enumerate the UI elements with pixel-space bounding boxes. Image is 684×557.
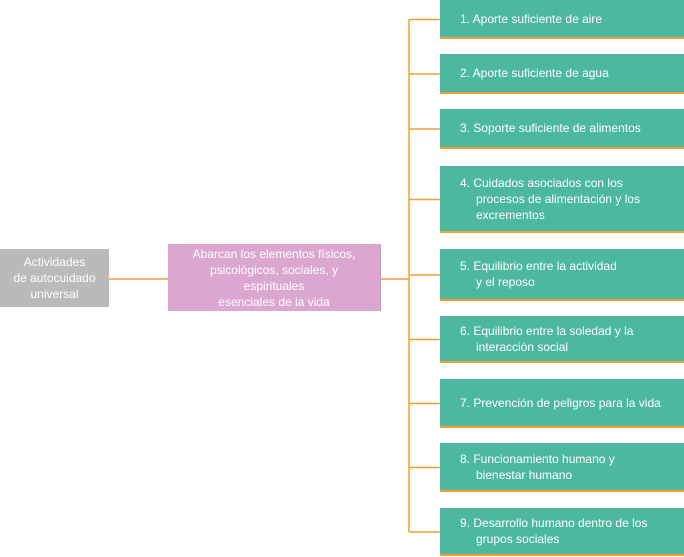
root-node: Actividades de autocuidado universal <box>0 249 109 307</box>
leaf-node-7: 7. Prevención de peligros para la vida <box>440 379 684 428</box>
leaf-node-9: 9. Desarrollo humano dentro de los grupo… <box>440 508 684 556</box>
leaf-label: 7. Prevención de peligros para la vida <box>460 395 661 411</box>
leaf-label: 9. Desarrollo humano dentro de los grupo… <box>460 515 647 547</box>
middle-label-line: Abarcan los elementos físicos, <box>192 246 356 261</box>
leaf-label: 6. Equilibrio entre la soledad y la inte… <box>460 323 633 355</box>
middle-label-line: esenciales de la vida <box>218 294 330 309</box>
leaf-label-line: 4. Cuidados asociados con los <box>460 175 623 190</box>
leaf-label: 1. Aporte suficiente de aire <box>460 11 602 27</box>
leaf-label: 2. Aporte suficiente de agua <box>460 65 609 81</box>
leaf-label-line: 9. Desarrollo humano dentro de los <box>460 516 648 530</box>
leaf-label-line: 1. Aporte suficiente de aire <box>460 11 603 26</box>
leaf-label: 4. Cuidados asociados con los procesos d… <box>460 175 640 223</box>
leaf-label-line: 2. Aporte suficiente de agua <box>460 66 609 80</box>
leaf-node-1: 1. Aporte suficiente de aire <box>440 0 684 39</box>
branch-lines <box>408 18 440 533</box>
leaf-node-6: 6. Equilibrio entre la soledad y la inte… <box>440 316 684 363</box>
leaf-label-line: y el reposo <box>476 275 535 289</box>
middle-label: Abarcan los elementos físicos, psicológi… <box>178 246 370 310</box>
leaf-label: 8. Funcionamiento humano y bienestar hum… <box>460 451 615 483</box>
leaf-label-line: bienestar humano <box>476 467 573 482</box>
root-label-line: Actividades <box>23 255 86 269</box>
root-label-line: universal <box>30 287 79 301</box>
leaf-node-8: 8. Funcionamiento humano y bienestar hum… <box>440 443 684 492</box>
leaf-node-4: 4. Cuidados asociados con los procesos d… <box>440 166 684 233</box>
leaf-label-line: 3. Soporte suficiente de alimentos <box>460 121 641 135</box>
root-label: Actividades de autocuidado universal <box>13 254 95 302</box>
leaf-label-line: 8. Funcionamiento humano y <box>460 451 615 466</box>
root-label-line: de autocuidado <box>13 271 96 285</box>
leaf-label: 5. Equilibrio entre la actividad y el re… <box>460 258 617 290</box>
middle-label-line: psicológicos, sociales, y espirituales <box>209 262 339 293</box>
leaf-label-line: 6. Equilibrio entre la soledad y la <box>460 323 634 338</box>
middle-node: Abarcan los elementos físicos, psicológi… <box>168 244 381 311</box>
leaf-label-line: 7. Prevención de peligros para la vida <box>460 395 661 410</box>
leaf-label-line: grupos sociales <box>476 532 560 546</box>
leaf-label-line: procesos de alimentación y los <box>476 191 641 206</box>
leaf-label-line: excrementos <box>476 207 545 222</box>
leaf-label-line: interacción social <box>476 339 569 354</box>
leaf-node-5: 5. Equilibrio entre la actividad y el re… <box>440 249 684 301</box>
leaf-node-3: 3. Soporte suficiente de alimentos <box>440 109 684 149</box>
leaf-node-2: 2. Aporte suficiente de agua <box>440 54 684 94</box>
leaf-label: 3. Soporte suficiente de alimentos <box>460 120 641 136</box>
leaf-label-line: 5. Equilibrio entre la actividad <box>460 259 617 273</box>
